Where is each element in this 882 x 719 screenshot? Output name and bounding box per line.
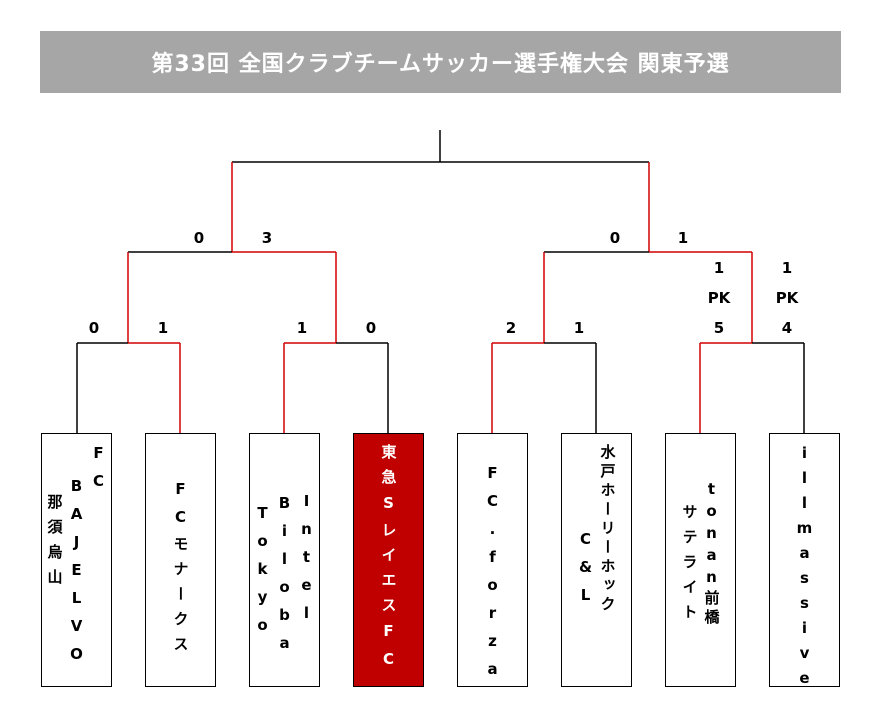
semi-score-1: 0 — [193, 229, 205, 247]
team-box-7: tonan前橋 サテライト — [665, 433, 736, 687]
score-team-8: 4 — [781, 319, 793, 337]
pk-label-team-8: PK — [775, 289, 799, 307]
score-team-7: 5 — [713, 319, 725, 337]
semi-score-4: 1 — [677, 229, 689, 247]
score-team-3: 1 — [296, 319, 308, 337]
score-team-1: 0 — [88, 319, 100, 337]
team-6-line-2: C&L — [576, 530, 595, 614]
team-1-line-2: BAJELVO — [67, 477, 86, 673]
team-6-line-1: 水戸ホーリーホック — [598, 444, 617, 615]
score-team-5: 2 — [505, 319, 517, 337]
team-8-line-1: illmassive — [795, 444, 814, 694]
team-box-1: FC BAJELVO 那須烏山 — [41, 433, 112, 687]
team-box-8: illmassive — [769, 433, 840, 694]
pk-score-team-8: 1 — [781, 259, 793, 277]
pk-score-team-7: 1 — [713, 259, 725, 277]
team-2-line-1: FCモナークス — [171, 480, 190, 661]
team-3-line-1: Intel — [297, 492, 316, 632]
score-team-2: 1 — [157, 319, 169, 337]
team-7-line-1: tonan前橋 — [702, 480, 721, 628]
score-team-6: 1 — [573, 319, 585, 337]
team-box-2: FCモナークス — [145, 433, 216, 687]
team-3-line-3: Tokyo — [253, 504, 272, 644]
team-box-3: Intel Biloba Tokyo — [249, 433, 320, 687]
page-title: 第33回 全国クラブチームサッカー選手権大会 関東予選 — [151, 52, 730, 77]
team-5-line-1: FC.forza — [483, 464, 502, 688]
score-team-4: 0 — [365, 319, 377, 337]
team-box-4: 東急SレイエスFC — [353, 433, 424, 687]
team-4-line-1: 東急SレイエスFC — [379, 444, 398, 678]
title-bar: 第33回 全国クラブチームサッカー選手権大会 関東予選 — [40, 31, 841, 93]
semi-score-3: 0 — [609, 229, 621, 247]
team-1-line-1: FC — [89, 444, 108, 500]
pk-label-team-7: PK — [707, 289, 731, 307]
team-box-6: 水戸ホーリーホック C&L — [561, 433, 632, 687]
team-box-5: FC.forza — [457, 433, 528, 688]
semi-score-2: 3 — [261, 229, 273, 247]
team-1-line-3: 那須烏山 — [45, 494, 64, 594]
team-3-line-2: Biloba — [275, 494, 294, 662]
team-7-line-2: サテライト — [680, 504, 699, 629]
